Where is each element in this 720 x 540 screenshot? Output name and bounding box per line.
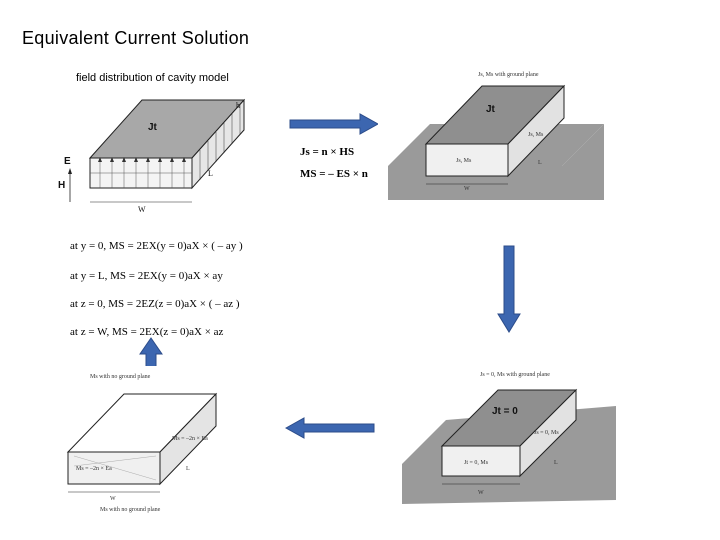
bottom-left-bottom-caption: Ms with no ground plane	[100, 507, 161, 513]
e-field-label: E	[64, 156, 71, 167]
equation-y0: at y = 0, MS = 2EX(y = 0)aX × ( – ay )	[70, 240, 243, 252]
bottom-right-caption: Js = 0, Ms with ground plane	[480, 372, 550, 378]
bottom-right-side-label: Js = 0, Ms	[534, 430, 559, 436]
top-right-top-label: Jt	[486, 104, 496, 115]
no-ground-plane-figure: Ms with no ground plane Ms = –2n × Ea Ms…	[60, 366, 230, 514]
equation-zW: at z = W, MS = 2EX(z = 0)aX × az	[70, 326, 224, 338]
equation-yL: at y = L, MS = 2EX(y = 0)aX × ay	[70, 270, 223, 282]
cavity-width-label: W	[138, 205, 146, 214]
bottom-left-width-label: W	[110, 496, 116, 502]
cavity-top-label: Jt	[148, 122, 158, 133]
bottom-right-front-label: Jt = 0, Ms	[464, 460, 489, 466]
bottom-left-length-label: L	[186, 466, 190, 472]
bottom-left-side-label: Ms = –2n × Ea	[172, 436, 208, 442]
bottom-left-front-label: Ms = –2n × Ea	[76, 466, 112, 472]
top-right-side-label: Js, Ms	[528, 132, 544, 138]
bottom-right-length-label: L	[554, 460, 558, 466]
top-right-caption: Js, Ms with ground plane	[478, 72, 539, 78]
ground-plane-figure-top: Js, Ms with ground plane Jt Js, Ms Js, M…	[378, 64, 610, 206]
ground-plane-figure-bottom: Js = 0, Ms with ground plane Jt = 0 Jt =…	[398, 364, 620, 510]
cavity-height-label: h	[236, 101, 240, 110]
h-field-label: H	[58, 180, 65, 191]
top-right-front-label: Js, Ms	[456, 158, 472, 164]
page-title: Equivalent Current Solution	[22, 28, 250, 48]
equation-js: Js = n × HS	[300, 146, 355, 158]
right-arrow-icon	[289, 113, 380, 135]
cavity-length-label: L	[208, 169, 213, 178]
bottom-right-top-label: Jt = 0	[492, 406, 518, 417]
top-right-width-label: W	[464, 186, 470, 192]
cavity-model-figure: Jt h L W E H	[58, 90, 248, 218]
equation-z0: at z = 0, MS = 2EZ(z = 0)aX × ( – az )	[70, 298, 240, 310]
bottom-right-width-label: W	[478, 490, 484, 496]
down-arrow-icon	[497, 245, 521, 333]
left-arrow-icon	[284, 417, 375, 439]
bottom-left-top-caption: Ms with no ground plane	[90, 374, 151, 380]
figure-subtitle: field distribution of cavity model	[76, 72, 229, 84]
top-right-length-label: L	[538, 160, 542, 166]
equation-ms: MS = – ES × n	[300, 168, 368, 180]
